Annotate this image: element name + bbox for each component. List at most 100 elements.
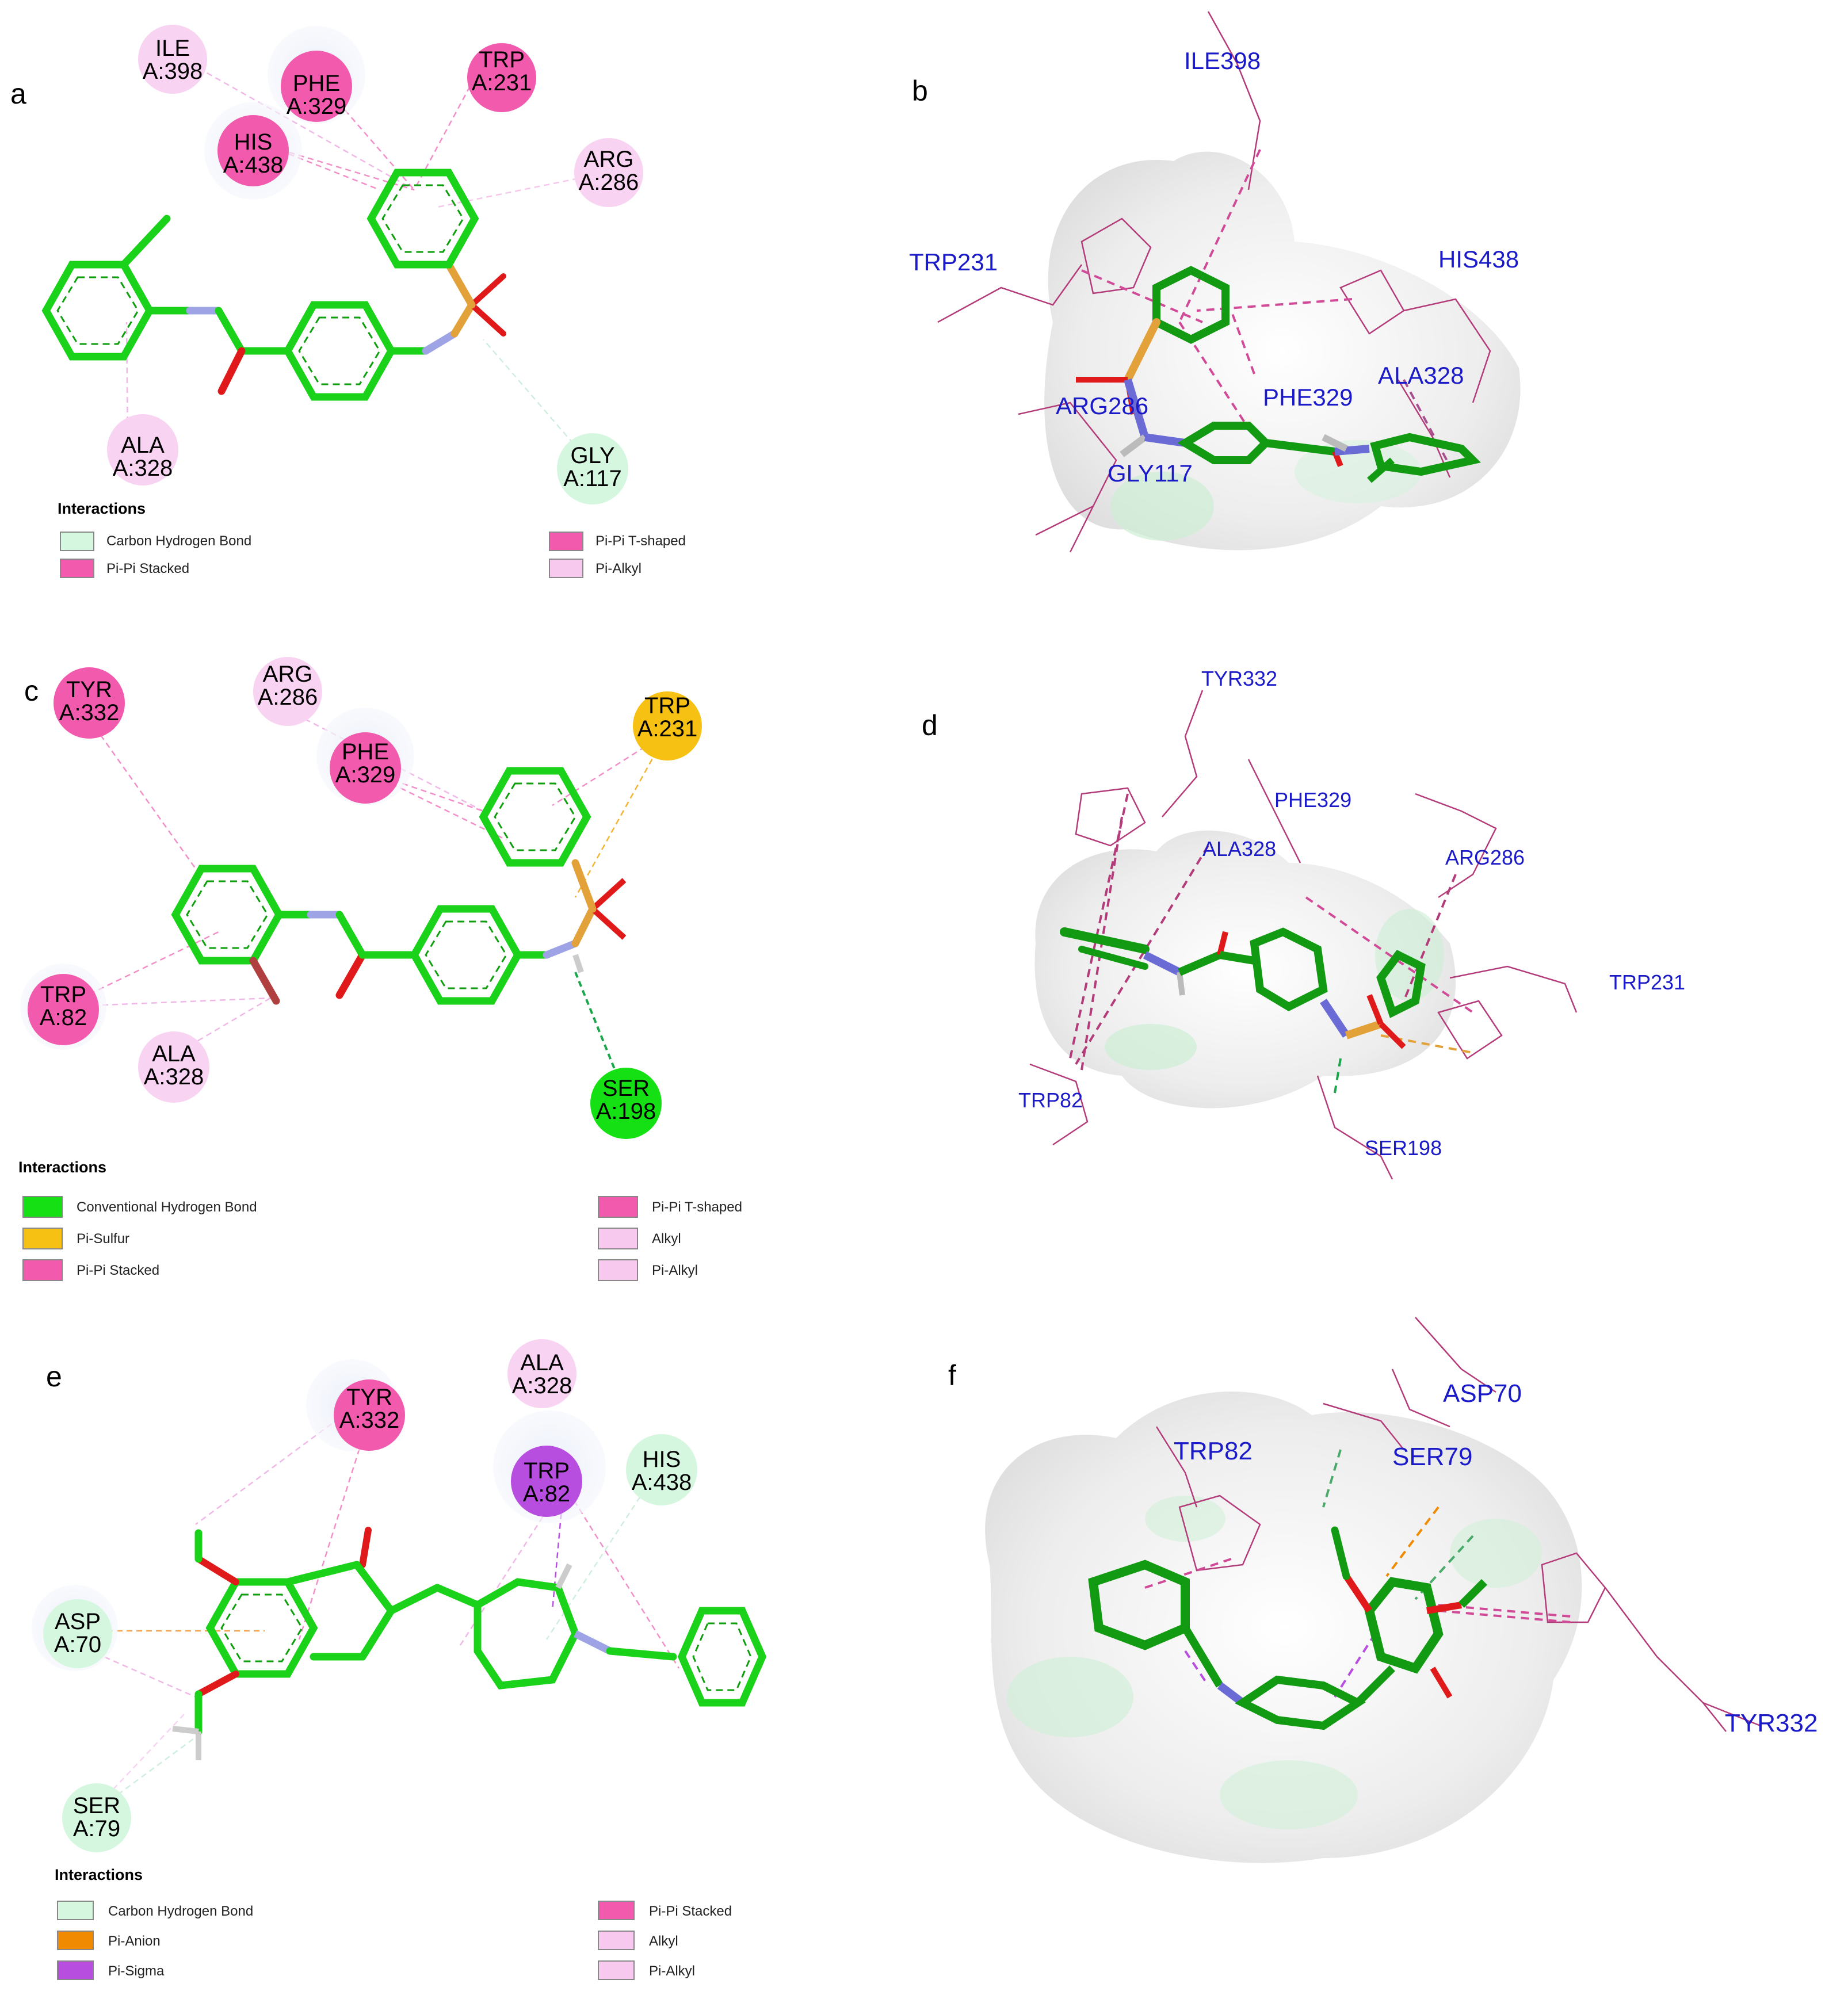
residue-node (62, 1783, 131, 1852)
panel-d-letter: d (922, 709, 938, 741)
residue-number: A:438 (223, 152, 284, 178)
residue-number: A:328 (512, 1373, 572, 1398)
residue-name: TYR (346, 1385, 392, 1410)
panel-b-residue-labels: ILE398 TRP231 HIS438 ALA328 ARG286 PHE32… (909, 47, 1519, 487)
legend-item: Pi-Sulfur (77, 1231, 129, 1247)
residue-name: ARG (263, 662, 313, 687)
panel-a-legend: Interactions Carbon Hydrogen Bond Pi-Pi … (58, 500, 686, 578)
legend-item: Pi-Sigma (108, 1963, 165, 1979)
legend-swatch-pi-pi-stacked (22, 1259, 63, 1281)
residue-label-3d: ALA328 (1202, 837, 1276, 861)
residue-number: A:198 (596, 1099, 656, 1124)
panel-d: d (922, 667, 1685, 1180)
panel-e-legend: Interactions Carbon Hydrogen Bond Pi-Ani… (55, 1866, 732, 1980)
residue-label-3d: TYR332 (1725, 1709, 1818, 1737)
panel-a-interaction-lines (125, 62, 608, 467)
panel-b-letter: b (912, 75, 928, 107)
residue-name: ALA (152, 1041, 196, 1067)
residue-name: ASP (55, 1609, 101, 1634)
residue-node (28, 974, 99, 1045)
panel-f-letter: f (948, 1359, 956, 1392)
residue-number: A:286 (258, 685, 318, 710)
residue-number: A:231 (637, 716, 698, 741)
residue-node (511, 1446, 582, 1517)
legend-title: Interactions (18, 1159, 106, 1176)
legend-item: Carbon Hydrogen Bond (106, 533, 251, 549)
residue-node (467, 43, 536, 112)
residue-name: ARG (584, 147, 634, 172)
legend-item: Conventional Hydrogen Bond (77, 1199, 257, 1215)
interaction-lines-3d (1144, 1449, 1571, 1698)
residue-name: HIS (234, 129, 273, 155)
residue-name: PHE (293, 71, 340, 96)
residue-sticks (1155, 1317, 1761, 1732)
residue-name: ALA (121, 433, 165, 458)
residue-node (633, 691, 702, 760)
residue-name: PHE (342, 739, 389, 765)
ligand-3d (1088, 1526, 1487, 1730)
legend-item: Pi-Pi Stacked (106, 561, 189, 576)
residue-label-3d: TRP231 (1609, 970, 1685, 994)
residue-number: A:438 (632, 1470, 692, 1495)
residue-node (107, 414, 178, 486)
residue-number: A:329 (287, 94, 347, 119)
legend-swatch-pi-pi-tshaped (598, 1196, 638, 1218)
legend-title: Interactions (55, 1866, 143, 1883)
residue-label-3d: PHE329 (1263, 384, 1353, 411)
residue-label-3d: TYR332 (1201, 667, 1277, 690)
legend-swatch-pi-pi-stacked (60, 559, 94, 578)
residue-node (217, 115, 289, 186)
residue-node (574, 138, 643, 207)
residue-label-3d: TRP82 (1018, 1088, 1083, 1112)
legend-swatch-pi-alkyl (598, 1960, 635, 1980)
residue-name: SER (602, 1076, 650, 1101)
residue-number: A:332 (339, 1408, 400, 1433)
residue-number: A:328 (113, 456, 173, 481)
legend-item: Pi-Alkyl (652, 1263, 698, 1278)
residue-number: A:82 (523, 1481, 570, 1507)
residue-node (626, 1434, 697, 1505)
residue-node (54, 667, 125, 739)
residue-label-3d: PHE329 (1274, 788, 1351, 812)
residue-name: ALA (520, 1350, 564, 1375)
residue-name: TRP (524, 1458, 570, 1484)
residue-number: A:70 (54, 1632, 101, 1657)
legend-item: Pi-Pi Stacked (649, 1904, 732, 1919)
legend-item: Carbon Hydrogen Bond (108, 1904, 253, 1919)
residue-label-3d: ASP70 (1443, 1379, 1522, 1408)
residue-node (590, 1068, 662, 1139)
panel-e-residues: TYR A:332 ALA A:328 TRP A:82 HIS A:438 A… (32, 1339, 697, 1852)
panel-a: a ILE A:398 PHE A:329 T (10, 25, 686, 578)
residue-name: ILE (155, 36, 190, 61)
legend-item: Pi-Alkyl (595, 561, 642, 576)
residue-name: TRP (40, 982, 86, 1007)
legend-item: Pi-Pi T-shaped (595, 533, 686, 549)
residue-sticks (1029, 690, 1578, 1180)
residue-label-3d: ARG286 (1056, 392, 1148, 419)
legend-swatch-pi-alkyl (549, 559, 583, 578)
legend-swatch-conventional-hydrogen-bond (22, 1196, 63, 1218)
residue-node (253, 657, 322, 726)
legend-swatch-pi-pi-tshaped (549, 532, 583, 551)
panel-c-residues: TYR A:332 ARG A:286 PHE A:329 TRP A:231 … (20, 657, 702, 1139)
protein-surface (1044, 151, 1521, 551)
panel-a-letter: a (10, 78, 26, 110)
residue-label-3d: TRP82 (1174, 1437, 1253, 1465)
panel-e: e TYR A:332 ALA A:328 (32, 1339, 767, 1980)
legend-title: Interactions (58, 500, 146, 517)
panel-b: b (909, 11, 1521, 553)
panel-f: f (948, 1317, 1818, 1863)
residue-number: A:231 (472, 70, 532, 95)
protein-surface (985, 1392, 1582, 1863)
residue-label-3d: SER79 (1392, 1443, 1472, 1471)
legend-swatch-pi-pi-stacked (598, 1901, 635, 1920)
ligand-3d (1076, 266, 1481, 483)
residue-node (138, 25, 207, 94)
residue-node (138, 1031, 209, 1103)
panel-f-residue-labels: ASP70 TRP82 SER79 TYR332 (1174, 1379, 1818, 1737)
residue-label-3d: ARG286 (1445, 846, 1525, 869)
residue-number: A:79 (73, 1816, 120, 1841)
residue-node (330, 732, 401, 804)
panel-c: c TYR A:332 ARG A:286 (18, 657, 742, 1281)
